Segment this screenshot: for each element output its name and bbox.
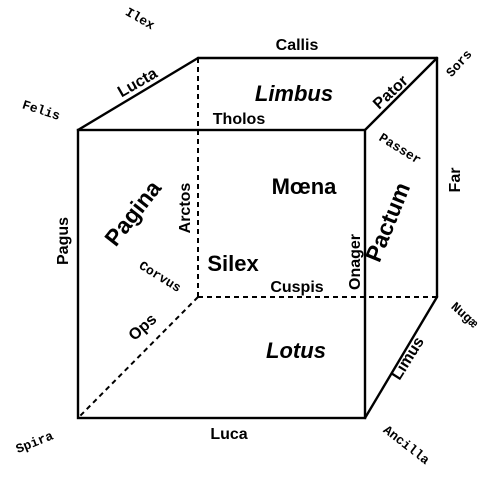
face-label-back: Mœna [272,174,338,199]
edge-label-back-right-vertical: Far [447,168,464,193]
vertex-label-front-top-left: Felis [20,98,62,124]
edge-bottom-right-depth [363,295,439,420]
front-face [76,128,367,420]
edge-label-top-right: Pator [370,73,412,113]
edge-label-top-front: Tholos [213,111,266,128]
vertex-label-back-bottom-right: Nugæ [448,299,481,331]
vertex-label-front-top-right: Passer [376,130,424,168]
edge-label-front-bottom: Luca [210,426,247,443]
face-label-left: Pagina [99,175,166,251]
face-label-interior: Silex [207,251,259,276]
vertex-label-front-bottom-right: Ancilla [380,423,432,469]
vertex-label-front-bottom-left: Spira [14,428,56,457]
face-label-bottom: Lotus [266,338,326,363]
vertex-label-back-top-left: Ilex [122,5,157,34]
edge-label-back-left-vertical: Arctos [177,183,194,234]
edge-label-bottom-left-depth: Ops [126,311,161,345]
edge-label-bottom-right-depth: Limus [388,334,427,383]
edge-bottom-left-depth [77,296,199,419]
edge-top-left [76,56,200,132]
edge-label-front-left: Pagus [55,217,72,265]
face-label-right: Pactum [360,179,415,266]
edge-top-right [363,56,439,132]
edge-label-top-back: Callis [276,37,319,54]
edge-label-back-bottom: Cuspis [270,279,323,296]
face-label-top: Limbus [255,81,333,106]
vertex-label-back-top-right: Sors [443,47,475,80]
edge-label-front-right-vertical: Onager [347,234,364,290]
vertex-label-back-bottom-left: Corvus [136,258,184,296]
edge-label-top-left: Lucta [115,65,161,101]
